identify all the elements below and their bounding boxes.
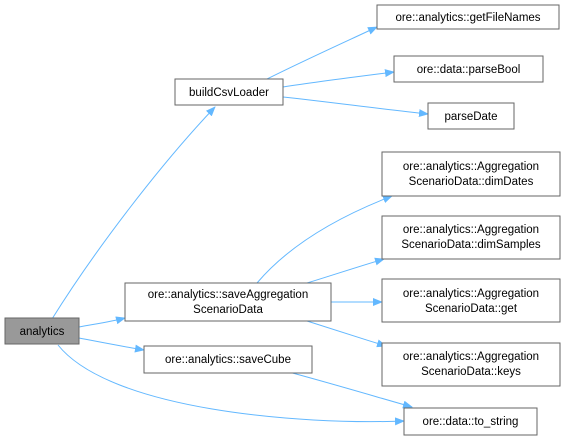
- node-parseDate-line-1: parseDate: [444, 111, 497, 123]
- node-dimDates-line-1: ore::analytics::Aggregation: [403, 161, 539, 173]
- edge-analytics-to-to_string: [57, 344, 405, 426]
- edge-saveAggregationScenarioData-to-dimDates: [256, 195, 393, 284]
- node-parseBool[interactable]: ore::data::parseBool: [393, 55, 544, 83]
- edge-saveAggregationScenarioData-to-dimSamples: [306, 257, 385, 284]
- nodes-layer: analytics buildCsvLoader ore::analytics:…: [4, 4, 561, 436]
- node-saveAggregationScenarioData-line-1: ore::analytics::saveAggregation: [148, 289, 308, 301]
- edge-analytics-to-saveAggregationScenarioData: [78, 316, 126, 328]
- node-dimDates[interactable]: ore::analytics::Aggregation ScenarioData…: [381, 151, 561, 197]
- node-saveCube[interactable]: ore::analytics::saveCube: [143, 345, 313, 374]
- edge-analytics-to-saveCube: [78, 337, 145, 353]
- edge-saveAggregationScenarioData-to-keys: [306, 320, 387, 348]
- node-keys-line-1: ore::analytics::Aggregation: [403, 351, 539, 363]
- node-dimDates-line-2: ScenarioData::dimDates: [409, 176, 534, 188]
- node-saveAggregationScenarioData[interactable]: ore::analytics::saveAggregation Scenario…: [124, 282, 332, 322]
- node-saveCube-line-1: ore::analytics::saveCube: [165, 354, 291, 366]
- edge-saveCube-to-to_string: [284, 370, 413, 409]
- node-dimSamples-line-1: ore::analytics::Aggregation: [403, 224, 539, 236]
- node-to_string[interactable]: ore::data::to_string: [403, 407, 538, 436]
- node-buildCsvLoader-line-1: buildCsvLoader: [189, 87, 269, 99]
- node-dimSamples[interactable]: ore::analytics::Aggregation ScenarioData…: [381, 215, 561, 260]
- node-analytics[interactable]: analytics: [4, 317, 80, 345]
- node-to_string-line-1: ore::data::to_string: [423, 416, 519, 428]
- node-keys-line-2: ScenarioData::keys: [421, 366, 521, 378]
- node-get-line-2: ScenarioData::get: [425, 303, 518, 315]
- edge-buildCsvLoader-to-getFileNames: [264, 26, 378, 81]
- node-dimSamples-line-2: ScenarioData::dimSamples: [401, 239, 541, 251]
- edges-layer: [51, 26, 429, 426]
- node-parseBool-line-1: ore::data::parseBool: [417, 64, 521, 76]
- node-get[interactable]: ore::analytics::Aggregation ScenarioData…: [381, 278, 561, 323]
- node-keys[interactable]: ore::analytics::Aggregation ScenarioData…: [381, 342, 561, 387]
- node-parseDate[interactable]: parseDate: [427, 102, 515, 130]
- node-analytics-line-1: analytics: [20, 326, 65, 338]
- node-saveAggregationScenarioData-line-2: ScenarioData: [193, 304, 263, 316]
- node-get-line-1: ore::analytics::Aggregation: [403, 288, 539, 300]
- edge-analytics-to-buildCsvLoader: [51, 106, 216, 320]
- edge-buildCsvLoader-to-parseDate: [282, 96, 429, 118]
- edge-buildCsvLoader-to-parseBool: [282, 69, 395, 88]
- node-buildCsvLoader[interactable]: buildCsvLoader: [174, 78, 284, 106]
- node-getFileNames[interactable]: ore::analytics::getFileNames: [376, 4, 560, 30]
- node-getFileNames-line-1: ore::analytics::getFileNames: [395, 12, 540, 24]
